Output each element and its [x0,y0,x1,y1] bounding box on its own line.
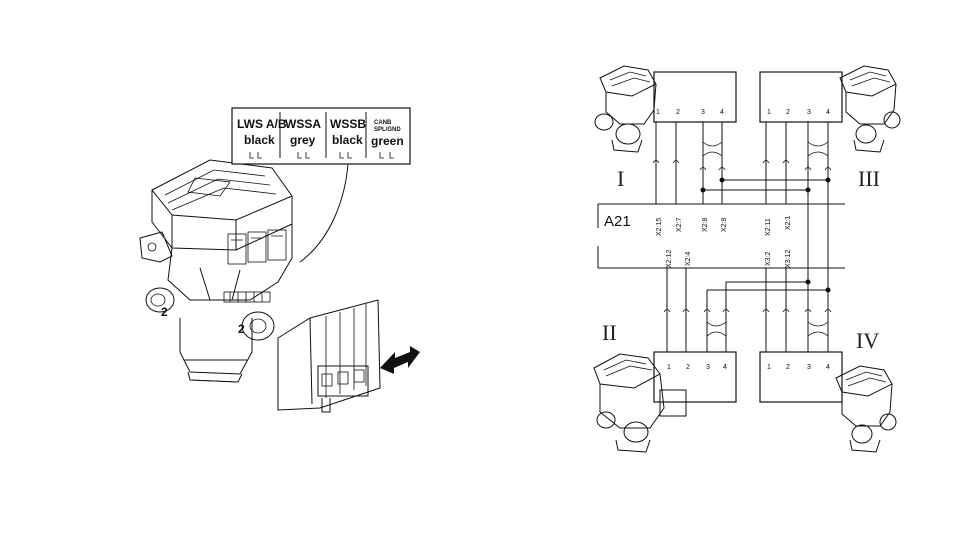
lower-crossovers [707,180,831,293]
upper-connector-chevrons [652,160,832,171]
signal-label-x2-12: X2:12 [666,250,673,268]
panel-label-canb: CANB [374,120,392,126]
module-label-I: I [617,166,624,191]
module-label-IV: IV [856,328,879,353]
signal-label-x3-12: X3:12 [785,250,792,268]
twisted-pair-icon-II [706,321,727,337]
lower-connector-chevrons [663,309,832,313]
upper-wires [655,122,829,204]
panel-color-wssa: grey [290,133,316,147]
pin-I-3: 3 [701,109,705,116]
connector-label-panel: LWS A/B black WSSA grey WSSB black CANB … [231,107,411,165]
module-label-II: II [602,320,617,345]
signal-label-x2-8: X2:8 [702,217,709,232]
signal-label-x2-1: X2:1 [785,215,792,230]
pin-IV-3: 3 [807,364,811,371]
valve-thumbnail-I [594,65,657,153]
pin-III-1: 1 [767,109,771,116]
panel-color-canb: green [371,134,404,148]
module-box-IV [759,351,843,403]
module-box-II [653,351,737,403]
signal-label-x2-11: X2:11 [765,218,772,236]
wiring-schematic: A21 1 2 3 4 1 2 3 4 1 2 3 4 1 2 3 4 [593,65,901,453]
pin-III-3: 3 [807,109,811,116]
signal-label-x2-15: X2:15 [656,218,663,236]
pin-II-4: 4 [723,364,727,371]
signal-label-x2-9: X2:9 [721,217,728,232]
module-box-I [653,71,737,123]
panel-label-wssb: WSSB [330,117,366,131]
valve-thumbnail-II [593,353,687,453]
module-box-III [759,71,843,123]
panel-color-wssb: black [332,133,363,147]
left-valve-illustration: 2 2 LWS A/B black WSSA grey WSSB black C… [139,107,420,413]
twisted-pair-icon-IV [807,321,829,337]
pin-II-2: 2 [686,364,690,371]
pin-II-1: 1 [667,364,671,371]
pressure-modulator-valve [139,159,293,383]
pin-IV-4: 4 [826,364,830,371]
valve-port-label-right: 2 [238,322,245,336]
pin-II-3: 3 [706,364,710,371]
leader-line [299,163,349,263]
pin-IV-1: 1 [767,364,771,371]
pin-I-4: 4 [720,109,724,116]
pin-I-2: 2 [676,109,680,116]
lower-wires [666,268,829,352]
module-label-III: III [858,166,880,191]
valve-thumbnail-III [839,65,901,153]
pin-III-2: 2 [786,109,790,116]
connector-plug [277,299,381,413]
valve-thumbnail-IV [835,365,897,453]
signal-label-x2-4: X2:4 [685,251,692,266]
signal-label-x2-7: X2:7 [676,217,683,232]
valve-port-label-left: 2 [161,305,168,319]
panel-label-wssa: WSSA [285,117,321,131]
double-arrow-icon [380,346,420,374]
ecu-label: A21 [604,213,631,230]
signal-label-x3-2: X3:2 [765,251,772,266]
panel-sub-canb: SPL/GND [374,127,401,133]
twisted-pair-icon-I [702,141,723,157]
panel-label-lws: LWS A/B [237,117,287,131]
pin-I-1: 1 [656,109,660,116]
pin-IV-2: 2 [786,364,790,371]
twisted-pair-icon-III [807,141,829,157]
panel-color-lws: black [244,133,275,147]
pin-III-4: 4 [826,109,830,116]
